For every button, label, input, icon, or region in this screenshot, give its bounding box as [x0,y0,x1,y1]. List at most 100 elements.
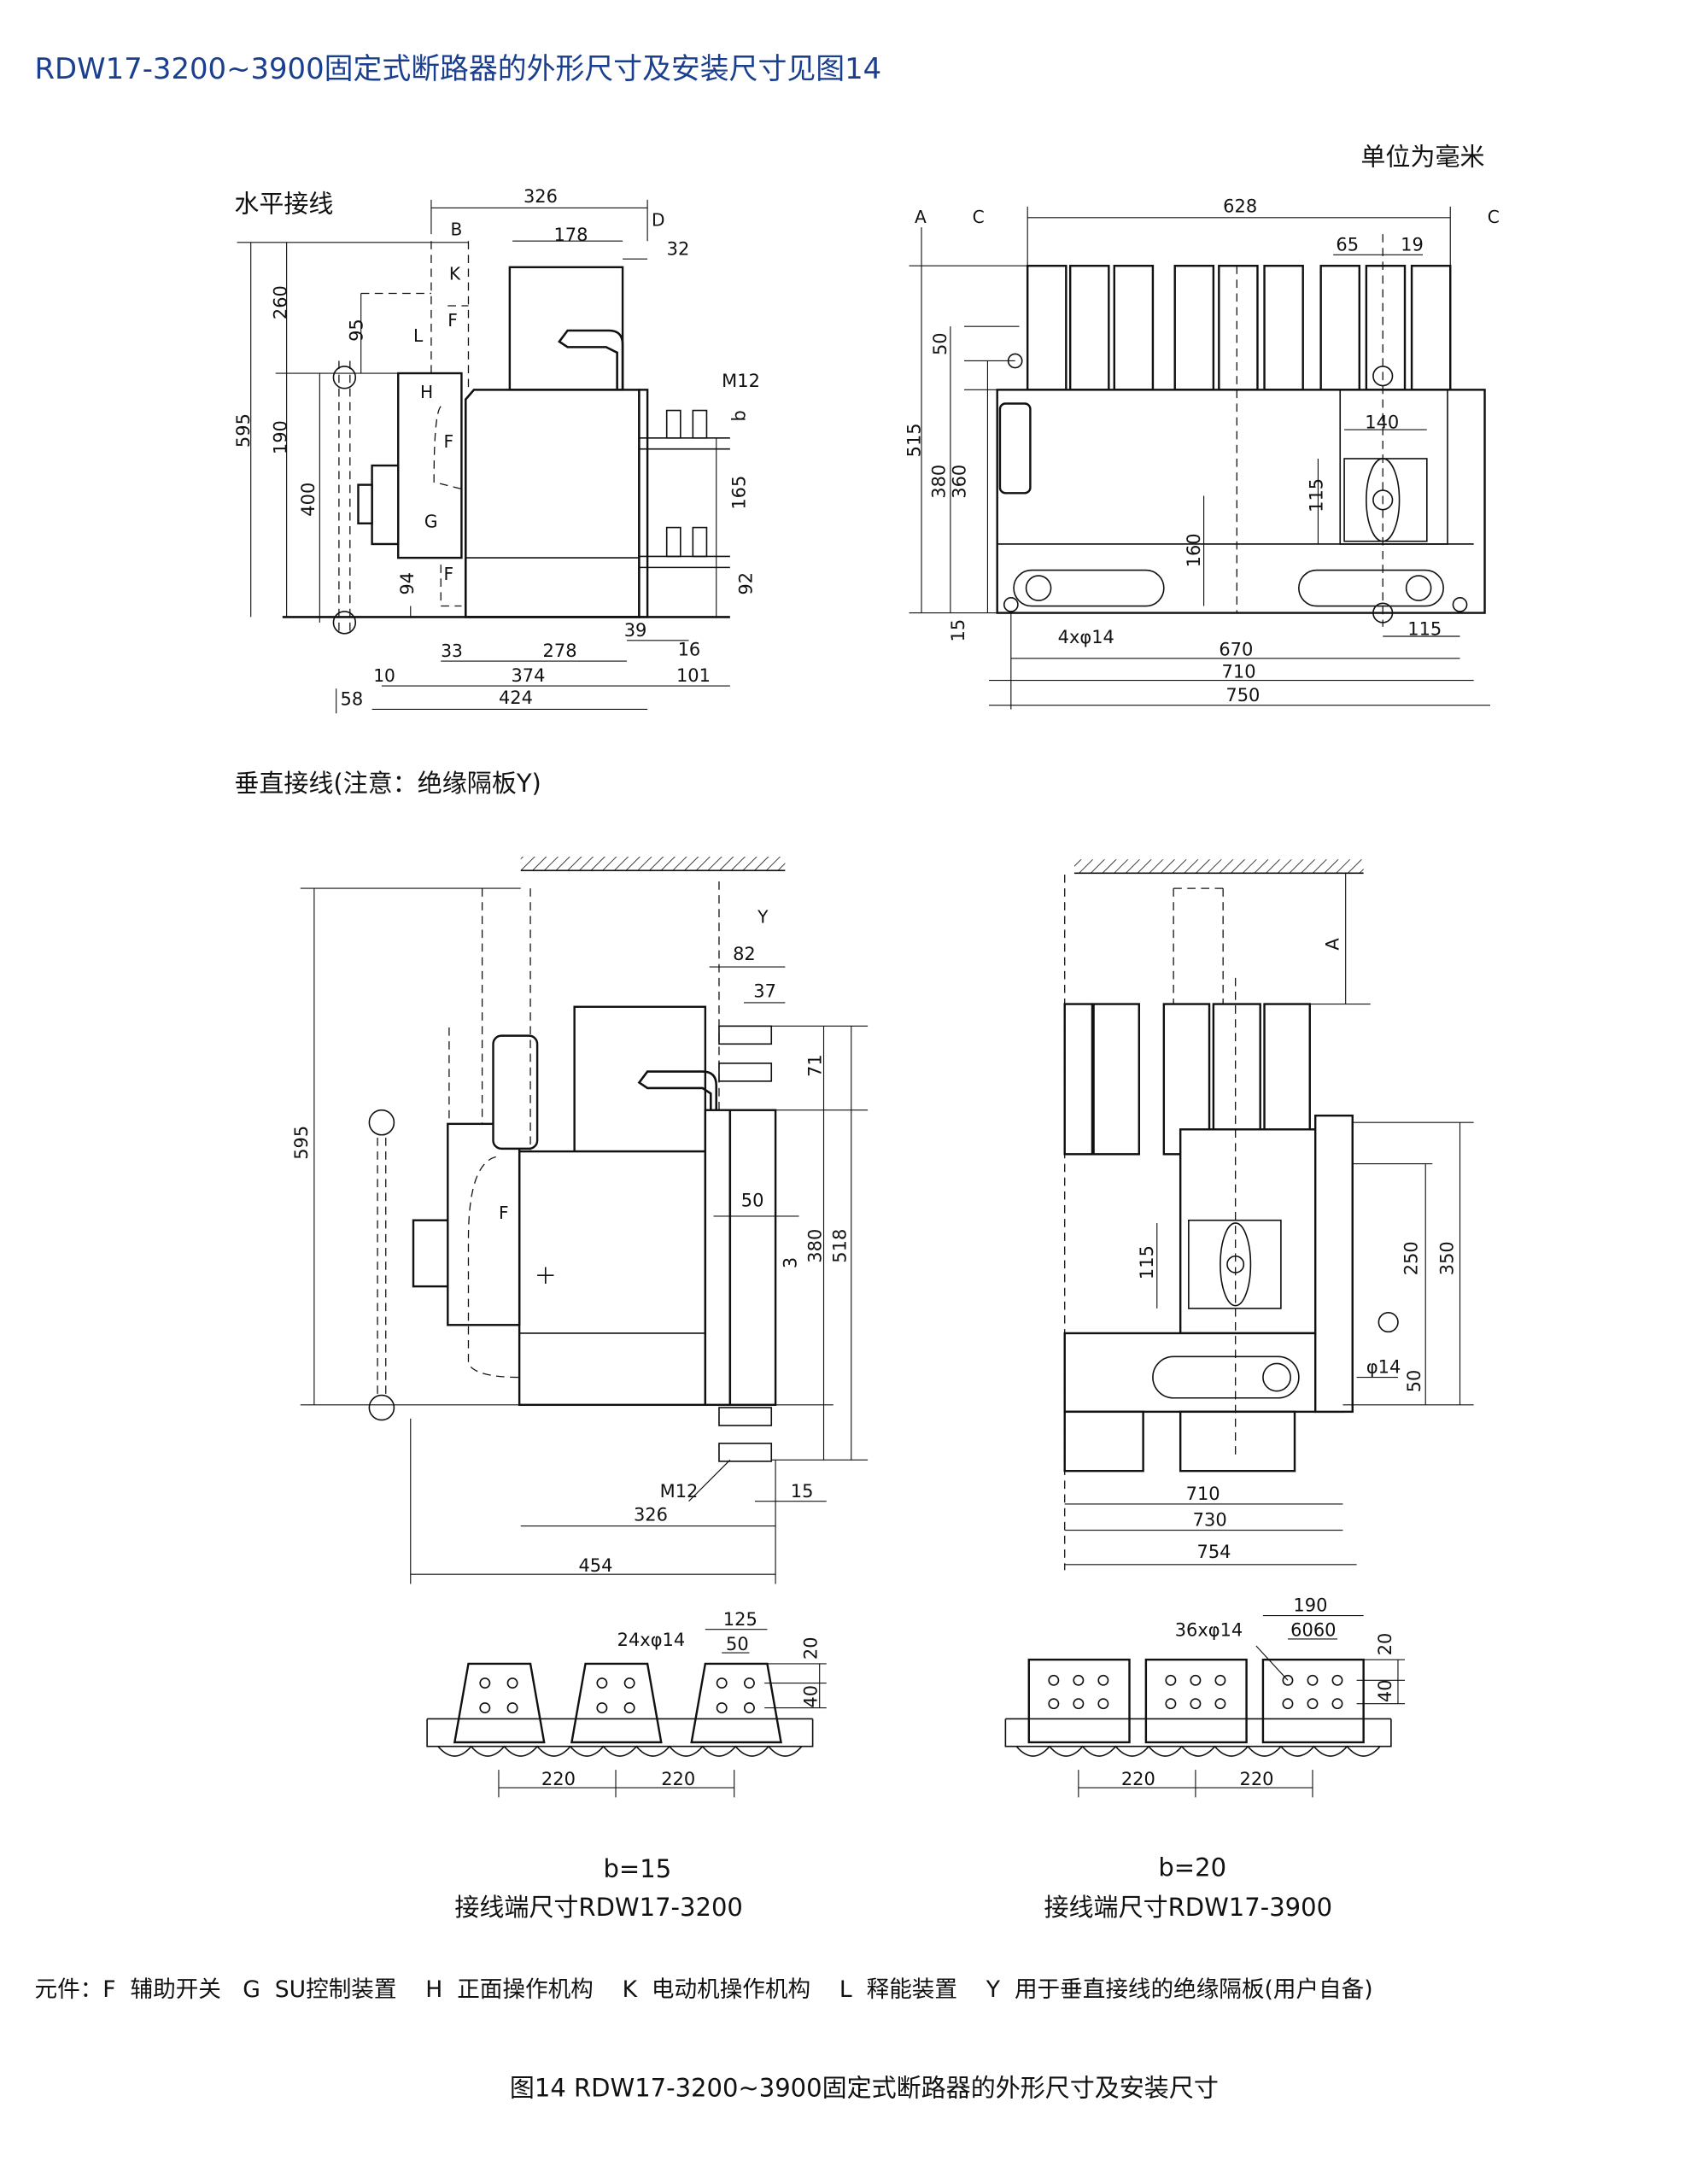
dim-label: 220 [541,1769,576,1789]
dim-label: B [451,220,463,240]
dim-label: 278 [543,641,577,661]
dim-label: b [729,410,750,421]
terminal-b-value: b=20 [1158,1853,1226,1882]
dim-label: 710 [1186,1484,1220,1504]
dim-label: 754 [1197,1542,1231,1562]
side-view-vertical: Y 82 37 595 71 F 50 3 380 518 M12 15 326… [291,857,869,1584]
terminal-bars [1026,265,1452,391]
dim-label: 374 [511,665,545,686]
dim-label: 140 [1365,413,1399,433]
ground-icon [1378,1311,1399,1333]
dim-label: 50 [1404,1370,1424,1393]
dim-label: D [652,209,665,230]
page-title: RDW17-3200~3900固定式断路器的外形尺寸及安装尺寸见图14 [35,52,882,85]
component-legend: 元件：F 辅助开关 G SU控制装置 H 正面操作机构 K 电动机操作机构 L … [35,1976,1373,2003]
dim-label: 32 [667,238,690,259]
dim-label: G [424,512,438,532]
dim-label: 190 [1293,1595,1327,1616]
dim-label: C [1488,207,1500,227]
tl-dimension-labels: 326 B 178 D 32 K 260 95 L F M12 b H 190 … [233,186,760,710]
dim-label: 380 [804,1229,825,1263]
dim-label: 24xφ14 [617,1630,686,1650]
dim-label: 125 [723,1609,757,1630]
dim-label: 65 [1336,234,1359,255]
dim-label: 190 [271,420,291,454]
dim-label: 3 [780,1257,800,1268]
terminal-caption: 接线端尺寸RDW17-3200 [454,1893,743,1922]
dim-label: H [420,382,433,402]
terminal-bolts-icon [665,409,708,558]
dim-label: 50 [741,1191,764,1211]
terminal-caption: 接线端尺寸RDW17-3900 [1044,1893,1333,1922]
dim-label: 40 [1375,1679,1395,1702]
dim-label: 20 [1375,1633,1395,1656]
unit-note: 单位为毫米 [1360,143,1484,172]
dim-label: 15 [948,619,968,642]
dim-label: 730 [1193,1510,1227,1531]
dim-label: 101 [676,665,711,686]
dim-label: F [443,431,453,452]
dim-label: 750 [1225,685,1260,705]
dim-label: F [499,1203,509,1223]
dim-label: 260 [271,285,291,319]
dim-label: 220 [1121,1769,1155,1789]
terminal-detail-3900: 190 36xφ14 6060 20 40 220 220 b=20 接线端尺寸… [1004,1595,1406,1922]
dim-label: 92 [736,572,757,595]
dim-label: 50 [726,1634,749,1654]
dim-label: 20 [800,1636,821,1660]
dim-label: M12 [660,1481,699,1502]
dim-label: 165 [729,476,750,510]
dim-label: 16 [678,640,701,660]
dim-label: F [447,310,458,331]
dim-label: 10 [373,665,395,686]
dim-label: 595 [291,1126,312,1160]
front-view-vertical: A 115 250 350 φ14 50 710 730 754 [1063,859,1474,1571]
dim-label: 360 [950,465,970,499]
dim-label: 710 [1222,661,1256,682]
dim-label: φ14 [1366,1357,1401,1378]
dim-label: 33 [441,641,463,661]
dim-label: 58 [341,689,364,710]
dim-label: A [1323,938,1343,951]
dim-label: 71 [804,1054,825,1077]
front-view-horizontal: A C 628 C 65 19 50 515 140 380 360 115 1… [904,196,1500,710]
vertical-wiring-label: 垂直接线(注意：绝缘隔板Y) [234,769,541,798]
dim-label: 670 [1219,640,1253,660]
dim-label: 326 [634,1504,668,1525]
dim-label: F [443,564,453,584]
terminal-bolts-icon [718,1025,773,1462]
dim-label: 400 [298,483,319,517]
terminal-b-value: b=15 [604,1854,672,1883]
dim-label: 6060 [1290,1620,1336,1641]
dim-label: C [973,207,985,227]
dim-label: 94 [397,572,418,595]
dim-label: 220 [1240,1769,1274,1789]
dim-label: 424 [499,688,533,708]
dim-label: 15 [791,1481,814,1502]
dim-label: 39 [624,620,647,641]
dim-label: L [413,325,424,346]
dim-label: 628 [1223,196,1257,216]
dim-label: 95 [346,319,366,342]
dim-label: 160 [1184,533,1204,567]
tr-dimension-labels: A C 628 C 65 19 50 515 140 380 360 115 1… [904,196,1499,705]
dim-label: 36xφ14 [1175,1620,1243,1641]
dim-label: 115 [1306,478,1326,512]
dim-label: K [449,263,461,284]
dim-label: 19 [1401,234,1424,255]
dim-label: 380 [928,465,949,499]
dim-label: 37 [753,981,776,1001]
br-dimension-labels: A 115 250 350 φ14 50 710 730 754 [1137,938,1458,1562]
dim-label: 50 [930,332,951,355]
side-view-horizontal: 326 B 178 D 32 K 260 95 L F M12 b H 190 … [233,186,760,714]
dim-label: 4xφ14 [1058,627,1114,647]
horizontal-wiring-label: 水平接线 [234,189,333,218]
dim-label: A [915,207,927,227]
dim-label: Y [757,906,769,927]
bl-dimension-labels: Y 82 37 595 71 F 50 3 380 518 M12 15 326… [291,906,851,1576]
dim-label: M12 [722,371,760,391]
dim-label: 250 [1401,1241,1422,1275]
dim-label: 350 [1436,1241,1457,1275]
